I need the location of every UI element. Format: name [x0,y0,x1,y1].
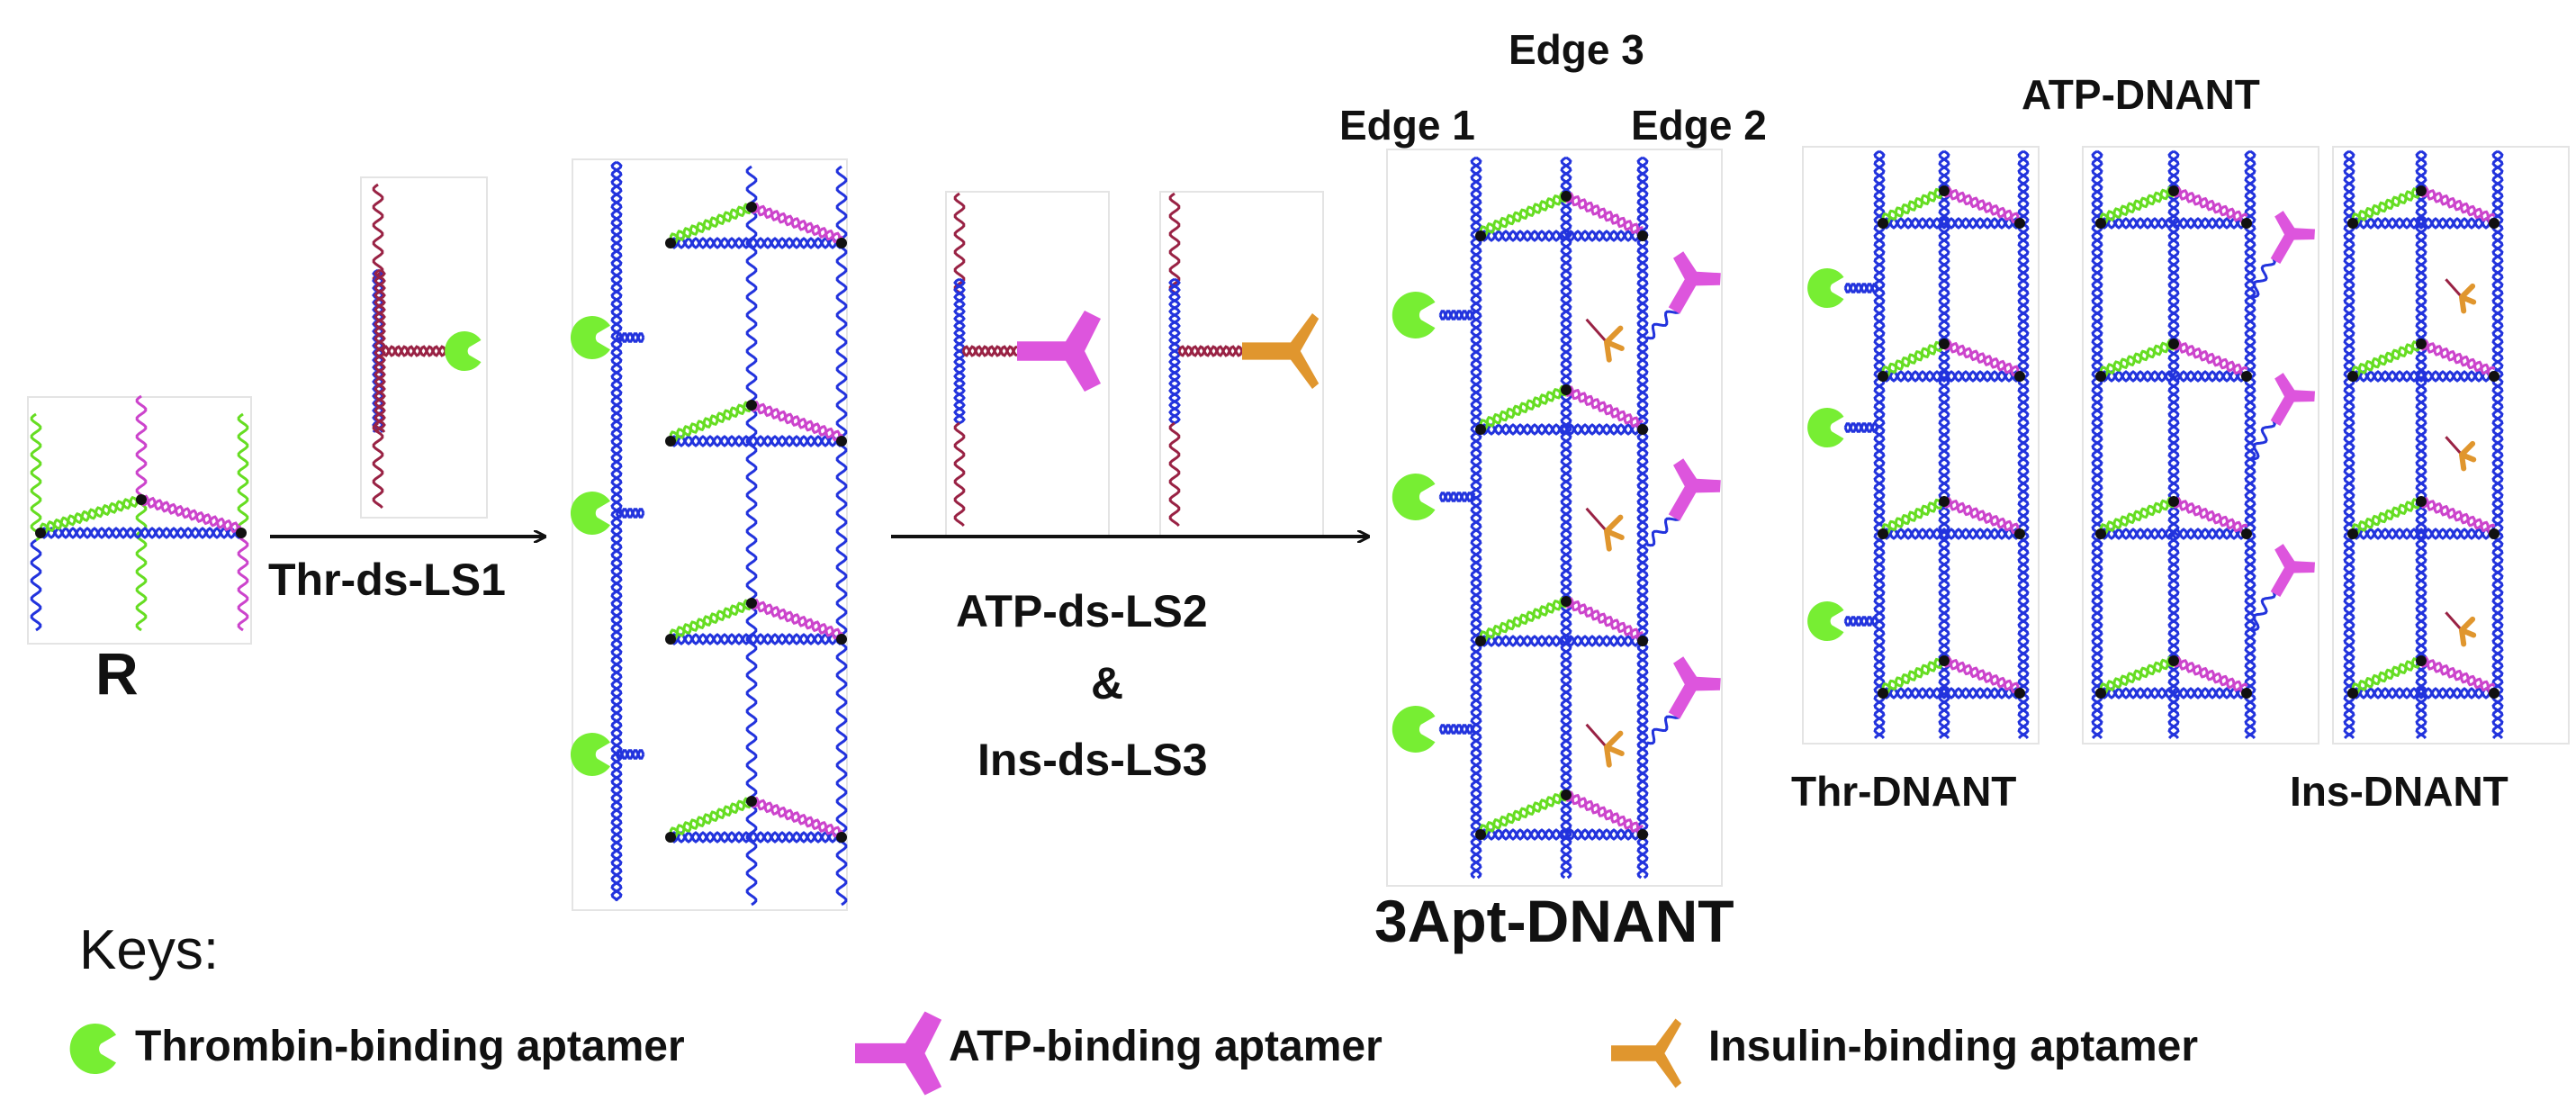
thrombin-aptamer-icon [570,492,610,536]
key-label-atp: ATP-binding aptamer [949,1023,1383,1070]
atp-aptamer-icon [2270,373,2316,427]
tile-thr-dnant-3 [1878,655,2025,699]
structure-atp-ds-ls2 [953,192,1101,528]
insulin-aptamer-icon [2445,611,2477,647]
tile-atp-dnant-0 [2095,185,2252,230]
thrombin-aptamer-icon [1392,292,1436,338]
insulin-aptamer-icon [1585,723,1625,768]
tile-intermediate-3 [665,796,847,844]
tile-ins-dnant-1 [2347,338,2499,383]
structure-ins-ds-ls3 [1168,192,1320,528]
structure-thr-ds-ls1 [372,183,482,510]
tile-3apt-3 [1475,790,1648,841]
label-r: R [95,640,139,707]
tile-intermediate-2 [665,598,847,645]
keys-title: Keys: [79,919,220,981]
label-atp-dnant: ATP-DNANT [2022,71,2260,118]
atp-aptamer-icon [2270,544,2316,598]
panel-ins-dnant [2332,146,2570,745]
structure-r [30,394,249,632]
key-label-insulin: Insulin-binding aptamer [1708,1023,2199,1070]
thrombin-aptamer-icon [1392,474,1436,520]
tile-3apt-1 [1475,384,1648,436]
structure-thr-dnant [1807,149,2030,739]
label-amp: & [1091,658,1124,708]
label-thr-ds-ls1: Thr-ds-LS1 [268,555,506,605]
structure-3apt-dnant [1392,156,1721,880]
thrombin-aptamer-icon [69,1024,116,1075]
atp-aptamer-icon [1668,251,1721,314]
thrombin-aptamer-icon [445,331,482,371]
label-edge3: Edge 3 [1509,26,1644,73]
panel-thr-dnant [1802,146,2040,745]
tile-ins-dnant-0 [2347,185,2499,230]
tile-r [35,494,247,539]
tile-3apt-0 [1475,191,1648,242]
tile-thr-dnant-0 [1878,185,2025,230]
atp-aptamer-icon [1017,311,1101,392]
atp-aptamer-icon [1668,458,1721,521]
tile-intermediate-1 [665,400,847,447]
thrombin-aptamer-icon [570,733,610,777]
atp-aptamer-icon [855,1011,942,1096]
structure-ins-dnant [2343,149,2504,739]
insulin-aptamer-icon [2445,436,2477,472]
label-thr-dnant: Thr-DNANT [1791,768,2017,815]
tile-atp-dnant-3 [2095,655,2252,699]
tile-thr-dnant-2 [1878,496,2025,540]
insulin-aptamer-icon [1611,1018,1682,1088]
structure-intermediate [570,160,848,907]
insulin-aptamer-icon [1242,313,1320,389]
thrombin-aptamer-icon [570,316,610,360]
thrombin-aptamer-icon [1807,407,1844,447]
label-ins-ds-ls3: Ins-ds-LS3 [977,735,1208,785]
label-edge2: Edge 2 [1631,102,1767,149]
tile-atp-dnant-2 [2095,496,2252,540]
label-ins-dnant: Ins-DNANT [2290,768,2508,815]
thrombin-aptamer-icon [1392,706,1436,753]
label-atp-ds-ls2: ATP-ds-LS2 [956,586,1208,636]
key-label-thrombin: Thrombin-binding aptamer [135,1023,685,1070]
insulin-aptamer-icon [2445,278,2477,314]
thrombin-aptamer-icon [1807,268,1844,308]
tile-ins-dnant-2 [2347,496,2499,540]
insulin-aptamer-icon [1585,318,1625,363]
tile-3apt-2 [1475,596,1648,647]
tile-intermediate-0 [665,202,847,249]
insulin-aptamer-icon [1585,507,1625,552]
tile-ins-dnant-3 [2347,655,2499,699]
thrombin-aptamer-icon [1807,601,1844,642]
tile-atp-dnant-1 [2095,338,2252,383]
label-3apt-dnant: 3Apt-DNANT [1374,888,1734,954]
tile-thr-dnant-1 [1878,338,2025,383]
structure-atp-dnant [2091,149,2316,739]
atp-aptamer-icon [2270,211,2316,265]
keys-icons [69,1011,1682,1096]
label-edge1: Edge 1 [1339,102,1475,149]
atp-aptamer-icon [1668,656,1721,719]
